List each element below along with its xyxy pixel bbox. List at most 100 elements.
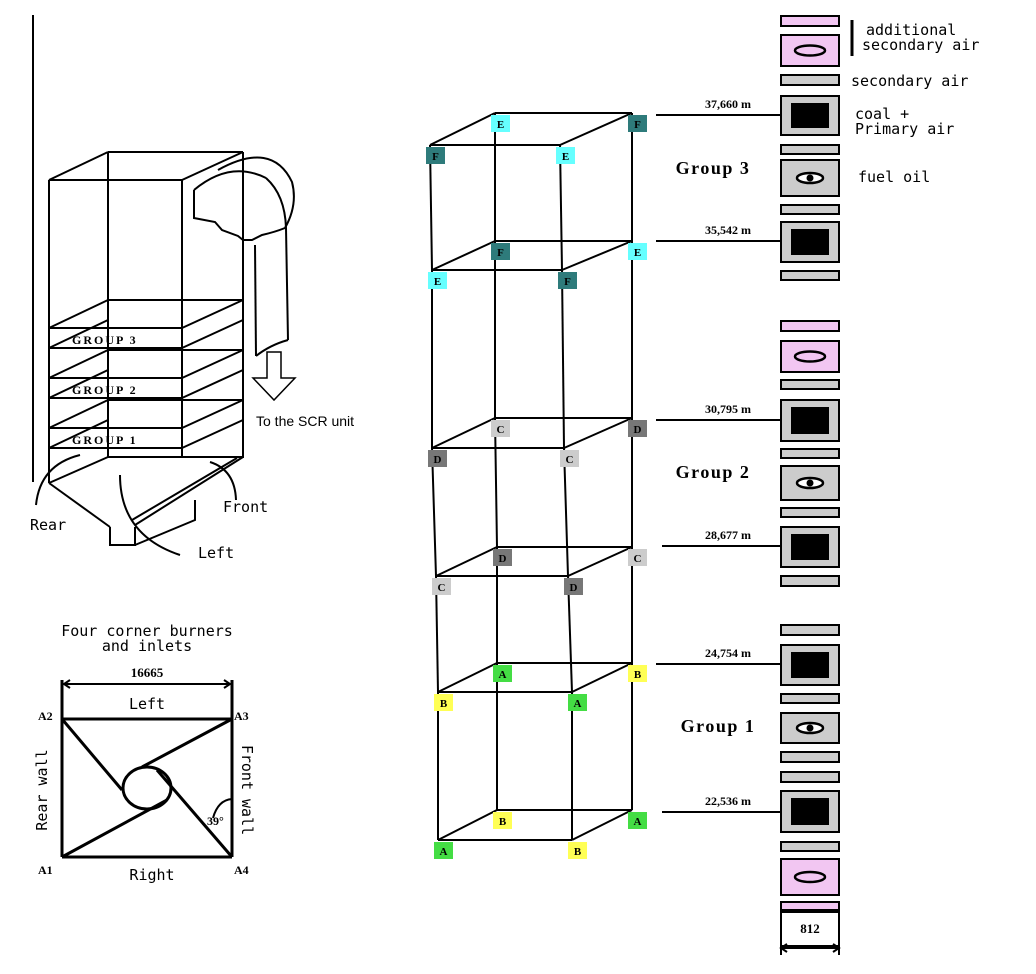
coal-primary-air-nozzle <box>780 399 840 442</box>
marker-box <box>628 812 647 829</box>
wire-vertical <box>561 269 565 449</box>
group-2-label: Group 2 <box>676 462 751 482</box>
wire-vertical <box>429 144 433 271</box>
wire-edge <box>571 809 633 841</box>
elevation-2: 35,542 m <box>705 223 751 237</box>
wire-vertical <box>559 144 563 271</box>
group-1-label: Group 1 <box>681 716 756 736</box>
wire-edge <box>437 809 498 841</box>
air-port-icon <box>793 44 827 57</box>
elevation-4: 28,677 m <box>705 528 751 542</box>
additional-secondary-air-nozzle <box>780 340 840 373</box>
wire-edge <box>571 662 633 693</box>
secondary-air-nozzle <box>780 379 840 390</box>
corner-marker-e: E <box>628 243 647 260</box>
burner-wireframe <box>429 112 633 841</box>
plan-title-1: Four corner burners <box>61 622 233 640</box>
corner-marker-f: F <box>426 147 445 164</box>
coal-port-icon <box>791 407 829 434</box>
marker-letter: C <box>566 454 574 466</box>
elevation-3: 30,795 m <box>705 402 751 416</box>
marker-box <box>426 147 445 164</box>
marker-letter: B <box>440 698 448 710</box>
wire-vertical <box>435 575 439 693</box>
corner-a4: A4 <box>234 863 249 877</box>
air-port-icon <box>793 870 827 884</box>
corner-marker-c: C <box>560 450 579 467</box>
corner-marker-c: C <box>432 578 451 595</box>
coal-primary-air-nozzle <box>780 526 840 568</box>
marker-box <box>628 665 647 682</box>
fuel-oil-nozzle <box>780 465 840 501</box>
secondary-air-nozzle <box>780 751 840 763</box>
corner-marker-a: A <box>568 694 587 711</box>
elevation-1: 37,660 m <box>705 97 751 111</box>
elevation-6: 22,536 m <box>705 794 751 808</box>
corner-marker-f: F <box>558 272 577 289</box>
burner-group-bands <box>48 299 244 449</box>
wire-edge <box>561 240 633 271</box>
marker-letter: E <box>634 247 641 259</box>
wire-edge <box>559 112 633 146</box>
corner-marker-b: B <box>628 665 647 682</box>
plan-bottom-label: Right <box>129 866 174 884</box>
marker-letter: F <box>564 276 571 288</box>
marker-letter: A <box>499 669 507 681</box>
front-wall-side-label: Front wall <box>238 745 256 835</box>
marker-box <box>556 147 575 164</box>
boiler-drawing: GROUP 3 GROUP 2 GROUP 1 To the SCR unit … <box>30 15 354 562</box>
group-3-label: Group 3 <box>676 158 751 178</box>
coal-primary-air-nozzle <box>780 644 840 686</box>
wire-vertical <box>567 575 573 693</box>
boiler-group-3-label: GROUP 3 <box>72 333 138 347</box>
oil-gun-center <box>806 479 814 487</box>
coal-primary-air-nozzle <box>780 221 840 263</box>
marker-letter: F <box>432 151 439 163</box>
fuel-oil-nozzle <box>780 159 840 197</box>
legend-secondary-air: secondary air <box>851 72 968 90</box>
marker-letter: F <box>634 119 641 131</box>
corner-marker-e: E <box>556 147 575 164</box>
rear-wall-label: Rear <box>30 516 66 534</box>
marker-box <box>491 243 510 260</box>
marker-box <box>628 243 647 260</box>
marker-box <box>491 115 510 132</box>
corner-marker-a: A <box>628 812 647 829</box>
plan-top-label: Left <box>129 695 165 713</box>
marker-box <box>428 450 447 467</box>
marker-box <box>628 420 647 437</box>
marker-box <box>628 549 647 566</box>
marker-letter: A <box>574 698 582 710</box>
marker-box <box>628 115 647 132</box>
wire-edge <box>431 417 496 449</box>
flue-duct <box>193 156 295 357</box>
marker-letter: E <box>497 119 504 131</box>
oil-gun-center <box>806 174 814 182</box>
additional-secondary-air-nozzle <box>780 34 840 67</box>
marker-letter: F <box>497 247 504 259</box>
stack-width-label: 812 <box>800 921 820 936</box>
plan-width-label: 16665 <box>131 665 164 680</box>
secondary-air-nozzle <box>780 270 840 281</box>
coal-port-icon <box>791 103 829 128</box>
corner-plan: Four corner burners and inlets 16665 39°… <box>33 622 256 884</box>
wire-edge <box>437 662 498 693</box>
angle-label: 39° <box>207 814 224 828</box>
additional-air-nozzle <box>780 901 840 911</box>
corner-marker-b: B <box>493 812 512 829</box>
additional-air-nozzle <box>780 320 840 332</box>
marker-box <box>558 272 577 289</box>
oil-gun-center <box>806 724 814 732</box>
wire-edge <box>567 546 633 577</box>
front-wall-label: Front <box>223 498 268 516</box>
marker-letter: B <box>574 846 582 858</box>
corner-marker-d: D <box>564 578 583 595</box>
wire-vertical <box>563 447 569 577</box>
secondary-air-nozzle <box>780 693 840 704</box>
left-wall-label: Left <box>198 544 234 562</box>
stack-width-arrow <box>779 912 841 955</box>
coal-primary-air-nozzle <box>780 95 840 136</box>
corner-marker-f: F <box>491 243 510 260</box>
elevation-5: 24,754 m <box>705 646 751 660</box>
